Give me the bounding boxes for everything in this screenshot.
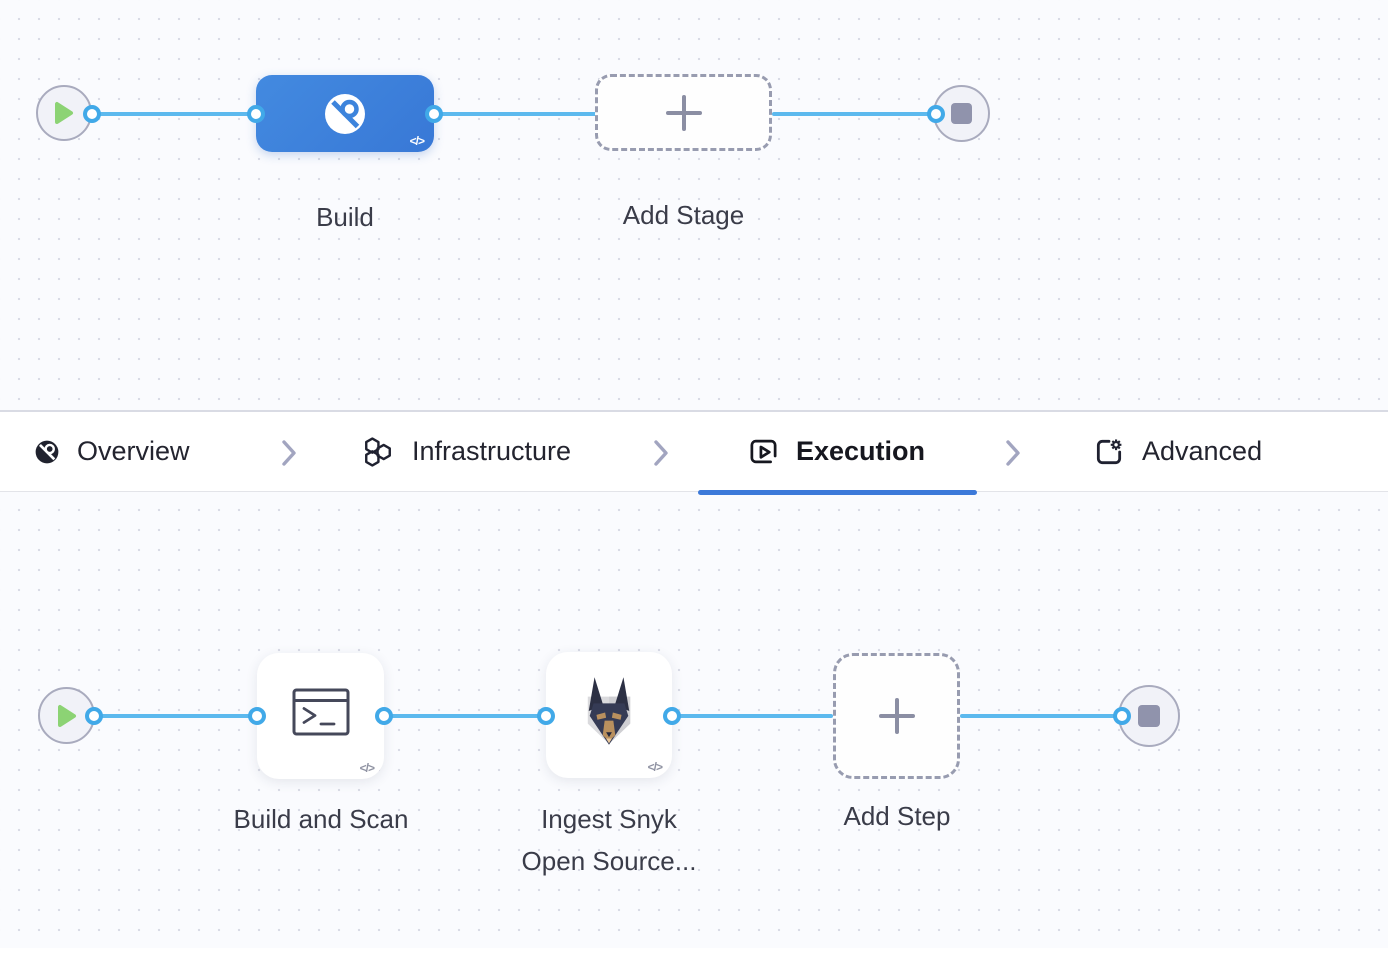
connector-line <box>434 112 598 116</box>
infrastructure-hexagons-icon <box>365 436 391 467</box>
tab-execution[interactable]: Execution <box>748 412 925 491</box>
step-card-ingest-snyk[interactable]: </> <box>546 652 672 778</box>
connector-point <box>425 105 443 123</box>
run-step-terminal-icon <box>292 688 349 736</box>
chevron-right-icon <box>282 440 296 466</box>
tab-infrastructure[interactable]: Infrastructure <box>361 412 571 491</box>
connector-point <box>247 105 265 123</box>
step-label-build-and-scan: Build and Scan <box>233 804 409 834</box>
connector-point <box>537 707 555 725</box>
add-step-button[interactable] <box>833 653 960 779</box>
connector-line <box>671 714 833 718</box>
connector-line <box>960 714 1122 718</box>
stage-label-build: Build <box>316 202 374 232</box>
add-stage-label: Add Stage <box>622 200 745 230</box>
connector-point <box>1113 707 1131 725</box>
connector-point <box>927 105 945 123</box>
step-label-ingest-snyk: Ingest Snyk Open Source... <box>521 804 697 876</box>
connector-point <box>85 707 103 725</box>
tab-advanced-label: Advanced <box>1142 436 1263 466</box>
connector-line <box>384 714 546 718</box>
step-card-build-and-scan[interactable]: </> <box>257 653 384 779</box>
plus-icon <box>878 698 915 734</box>
add-step-label: Add Step <box>843 801 951 831</box>
bottom-panel-edge <box>0 948 1388 954</box>
play-icon <box>57 704 76 727</box>
chevron-right-icon <box>1006 440 1020 466</box>
stage-card-build[interactable]: </> <box>256 75 434 152</box>
selected-tab-underline <box>698 490 977 495</box>
chevron-right-icon <box>654 440 668 466</box>
snyk-dog-icon <box>587 677 631 745</box>
tab-advanced[interactable]: Advanced <box>1093 412 1262 491</box>
tab-overview-label: Overview <box>77 436 190 466</box>
execution-end-node <box>1118 685 1180 747</box>
advanced-settings-icon <box>1096 438 1122 464</box>
stage-config-tabbar: Overview Infrastructure <box>0 410 1388 495</box>
ci-overview-icon <box>35 440 59 463</box>
tab-infrastructure-label: Infrastructure <box>412 436 572 466</box>
stage-graph-canvas[interactable] <box>0 0 1388 410</box>
connector-point <box>248 707 266 725</box>
tab-execution-label: Execution <box>796 436 926 466</box>
stop-icon <box>951 103 972 124</box>
execution-play-icon <box>750 439 777 464</box>
plus-icon <box>665 94 702 131</box>
ci-build-icon <box>325 93 365 134</box>
gear-icon <box>1110 438 1122 450</box>
yaml-code-badge: </> <box>647 760 663 774</box>
yaml-code-badge: </> <box>409 134 425 148</box>
connector-point <box>663 707 681 725</box>
connector-line <box>94 714 258 718</box>
connector-point <box>83 105 101 123</box>
connector-line <box>772 112 936 116</box>
tab-overview[interactable]: Overview <box>34 412 190 491</box>
yaml-code-badge: </> <box>359 761 375 775</box>
add-stage-button[interactable] <box>595 74 772 151</box>
connector-line <box>92 112 256 116</box>
play-icon <box>55 102 73 124</box>
pipeline-start-node <box>36 85 92 141</box>
connector-point <box>375 707 393 725</box>
stop-icon <box>1138 705 1160 727</box>
